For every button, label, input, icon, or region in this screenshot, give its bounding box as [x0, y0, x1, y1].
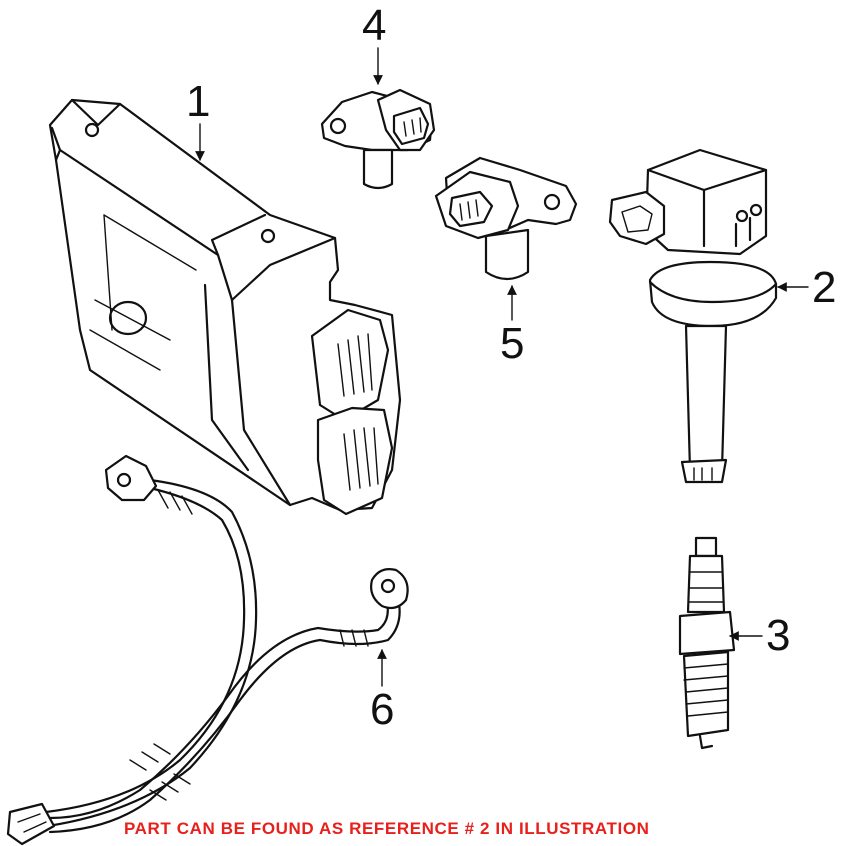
engine-control-module-icon [48, 98, 402, 516]
callout-3: 3 [766, 611, 791, 660]
callout-4: 4 [362, 1, 387, 50]
knock-sensor-harness-icon [6, 454, 409, 846]
callout-2: 2 [812, 263, 837, 312]
reference-note: PART CAN BE FOUND AS REFERENCE # 2 IN IL… [124, 819, 650, 838]
spark-plug-icon [678, 536, 736, 750]
callout-5: 5 [500, 319, 525, 368]
sensor-icon [320, 88, 436, 190]
ignition-coil-icon [608, 148, 778, 484]
callout-6: 6 [370, 685, 395, 734]
callout-1: 1 [186, 77, 211, 126]
sensor-icon [434, 156, 578, 281]
leader-arrows [195, 47, 809, 687]
